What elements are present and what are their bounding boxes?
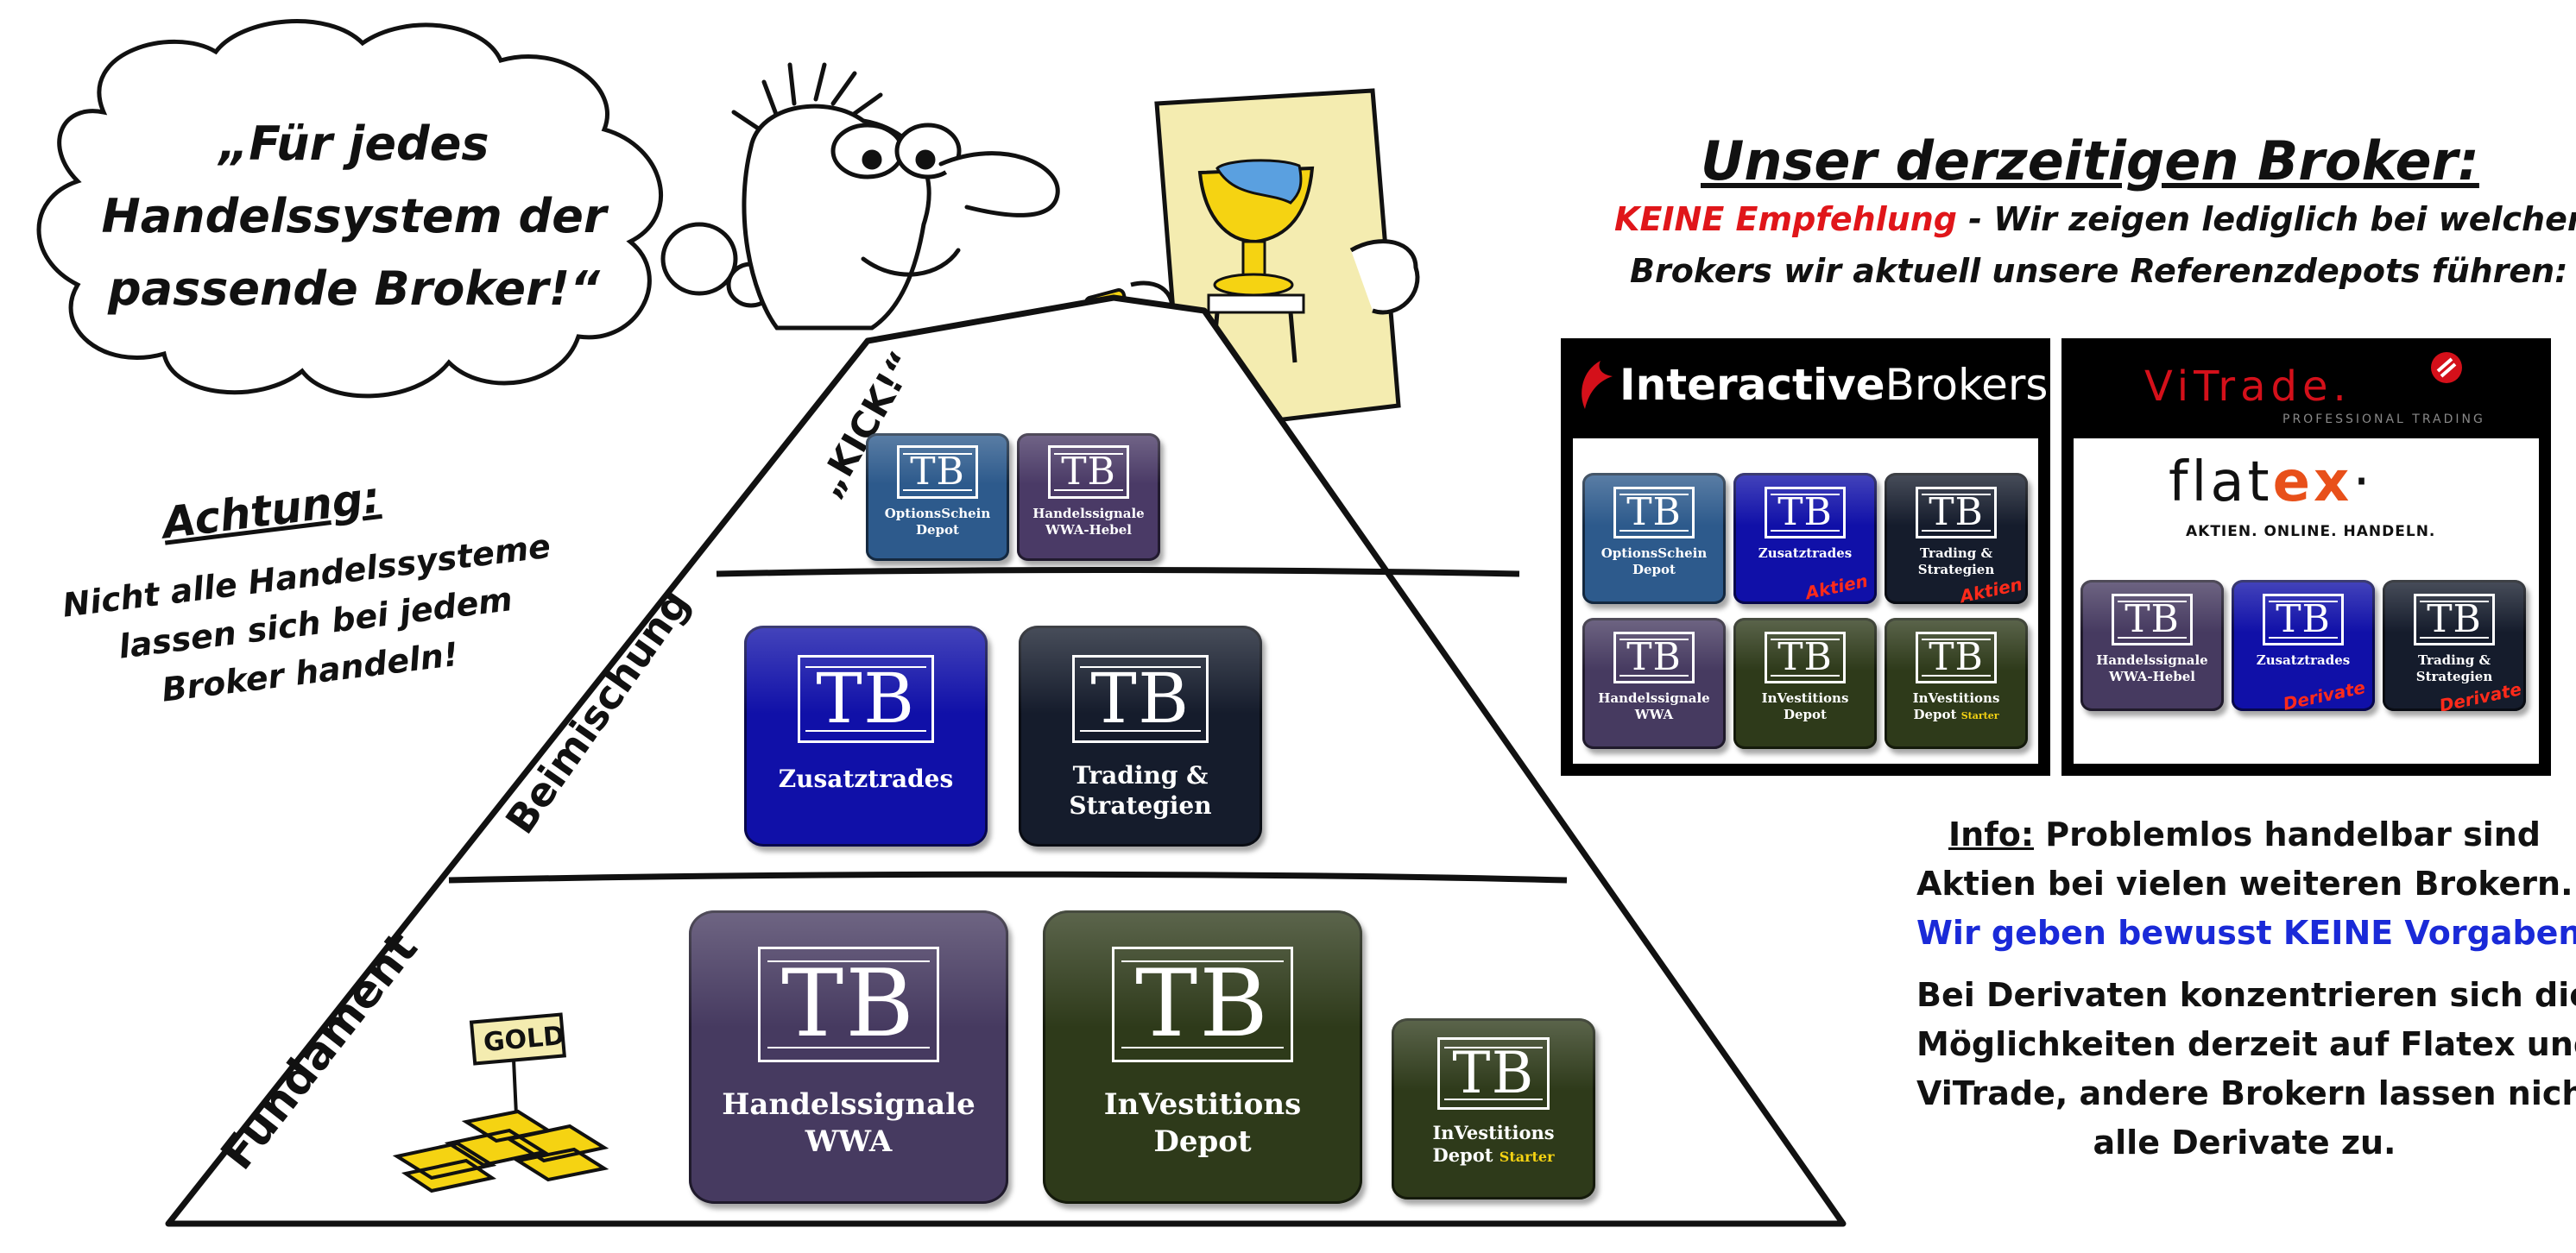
tb-logo: TB	[1916, 632, 1997, 683]
info-line-6: ViTrade, andere Brokern lassen nicht	[1916, 1074, 2576, 1112]
brokers-heading: Unser derzeitigen Broker:	[1701, 129, 2479, 192]
tb-logo: TB	[1048, 445, 1129, 499]
brokers-subtitle-line-1: KEINE Empfehlung - Wir zeigen lediglich …	[1614, 200, 2576, 238]
thought-bubble-text: „Für jedes Handelssystem der passende Br…	[95, 108, 613, 325]
vitrade-mark-icon	[2431, 352, 2462, 383]
tb-logo: TB	[1112, 947, 1293, 1062]
tb-logo: TB	[798, 655, 934, 743]
tile-investitions-depot-starter[interactable]: TB InVestitions Depot Starter	[1392, 1018, 1595, 1199]
starter-tag: Starter	[1499, 1149, 1555, 1166]
tb-logo: TB	[1613, 632, 1695, 683]
tb-logo: TB	[897, 445, 978, 499]
vt-tile-zusatztrades[interactable]: TB Zusatztrades Derivate	[2232, 580, 2375, 711]
tile-trading-strategien[interactable]: TB Trading &Strategien	[1019, 626, 1262, 847]
tb-logo: TB	[1765, 487, 1846, 538]
ib-tile-trading-strategien[interactable]: TB Trading &Strategien Aktien	[1885, 473, 2028, 604]
tile-zusatztrades[interactable]: TB Zusatztrades	[744, 626, 988, 847]
tb-logo: TB	[2263, 594, 2344, 645]
tile-label: Trading &Strategien	[2415, 652, 2493, 684]
tb-logo: TB	[2414, 594, 2495, 645]
tb-logo: TB	[1437, 1037, 1550, 1110]
info-line-1: Info: Problemlos handelbar sind	[1948, 815, 2541, 853]
tag-aktien: Aktien	[1803, 570, 1870, 604]
tb-logo: TB	[1072, 655, 1209, 743]
tb-logo: TB	[758, 947, 939, 1062]
tile-label: Zusatztrades	[1758, 545, 1853, 561]
tile-label: Trading &Strategien	[1917, 545, 1995, 577]
info-line-2: Aktien bei vielen weiteren Brokern.	[1916, 865, 2573, 903]
info-line-7: alle Derivate zu.	[2093, 1124, 2396, 1162]
info-line-3: Wir geben bewusst KEINE Vorgaben.	[1916, 914, 2576, 952]
keine-empfehlung: KEINE Empfehlung	[1614, 200, 1957, 238]
tile-label: Trading &Strategien	[1069, 761, 1212, 820]
tile-label: Zusatztrades	[778, 765, 954, 793]
info-label: Info:	[1948, 815, 2035, 853]
tb-logo: TB	[2112, 594, 2193, 645]
brokers-subtitle-line-2: Brokers wir aktuell unsere Referenzdepot…	[1630, 252, 2568, 290]
thought-line-1: „Für jedes	[218, 116, 489, 171]
tile-label: InVestitions Depot Starter	[1432, 1122, 1555, 1167]
info-no-requirements: Wir geben bewusst KEINE Vorgaben	[1916, 914, 2576, 952]
tb-logo: TB	[1765, 632, 1846, 683]
tag-aktien: Aktien	[1958, 573, 2024, 604]
tb-logo: TB	[1613, 487, 1695, 538]
gold-bars	[392, 1012, 609, 1193]
thought-line-2: Handelssystem der	[101, 189, 607, 243]
cartoon-figure	[731, 62, 1060, 444]
ib-tile-zusatztrades[interactable]: TB Zusatztrades Aktien	[1733, 473, 1877, 604]
info-line-5: Möglichkeiten derzeit auf Flatex und	[1916, 1025, 2576, 1063]
flatex-logo: flatex·	[2169, 450, 2374, 514]
tb-logo: TB	[1916, 487, 1997, 538]
tile-label: Zusatztrades	[2256, 652, 2351, 668]
pyramid-outline	[165, 294, 1847, 1227]
vt-tile-trading-strategien[interactable]: TB Trading &Strategien Derivate	[2383, 580, 2526, 711]
thought-line-3: passende Broker!“	[107, 261, 601, 316]
starter-tag: Starter	[1960, 709, 1999, 721]
tag-derivate: Derivate	[2282, 677, 2368, 711]
vitrade-logo: ViTrade. PROFESSIONAL TRADING	[2144, 352, 2485, 426]
ib-logo-icon	[1582, 361, 1613, 409]
flatex-tagline: AKTIEN. ONLINE. HANDELN.	[2186, 523, 2436, 540]
info-line-4: Bei Derivaten konzentrieren sich die	[1916, 976, 2576, 1014]
